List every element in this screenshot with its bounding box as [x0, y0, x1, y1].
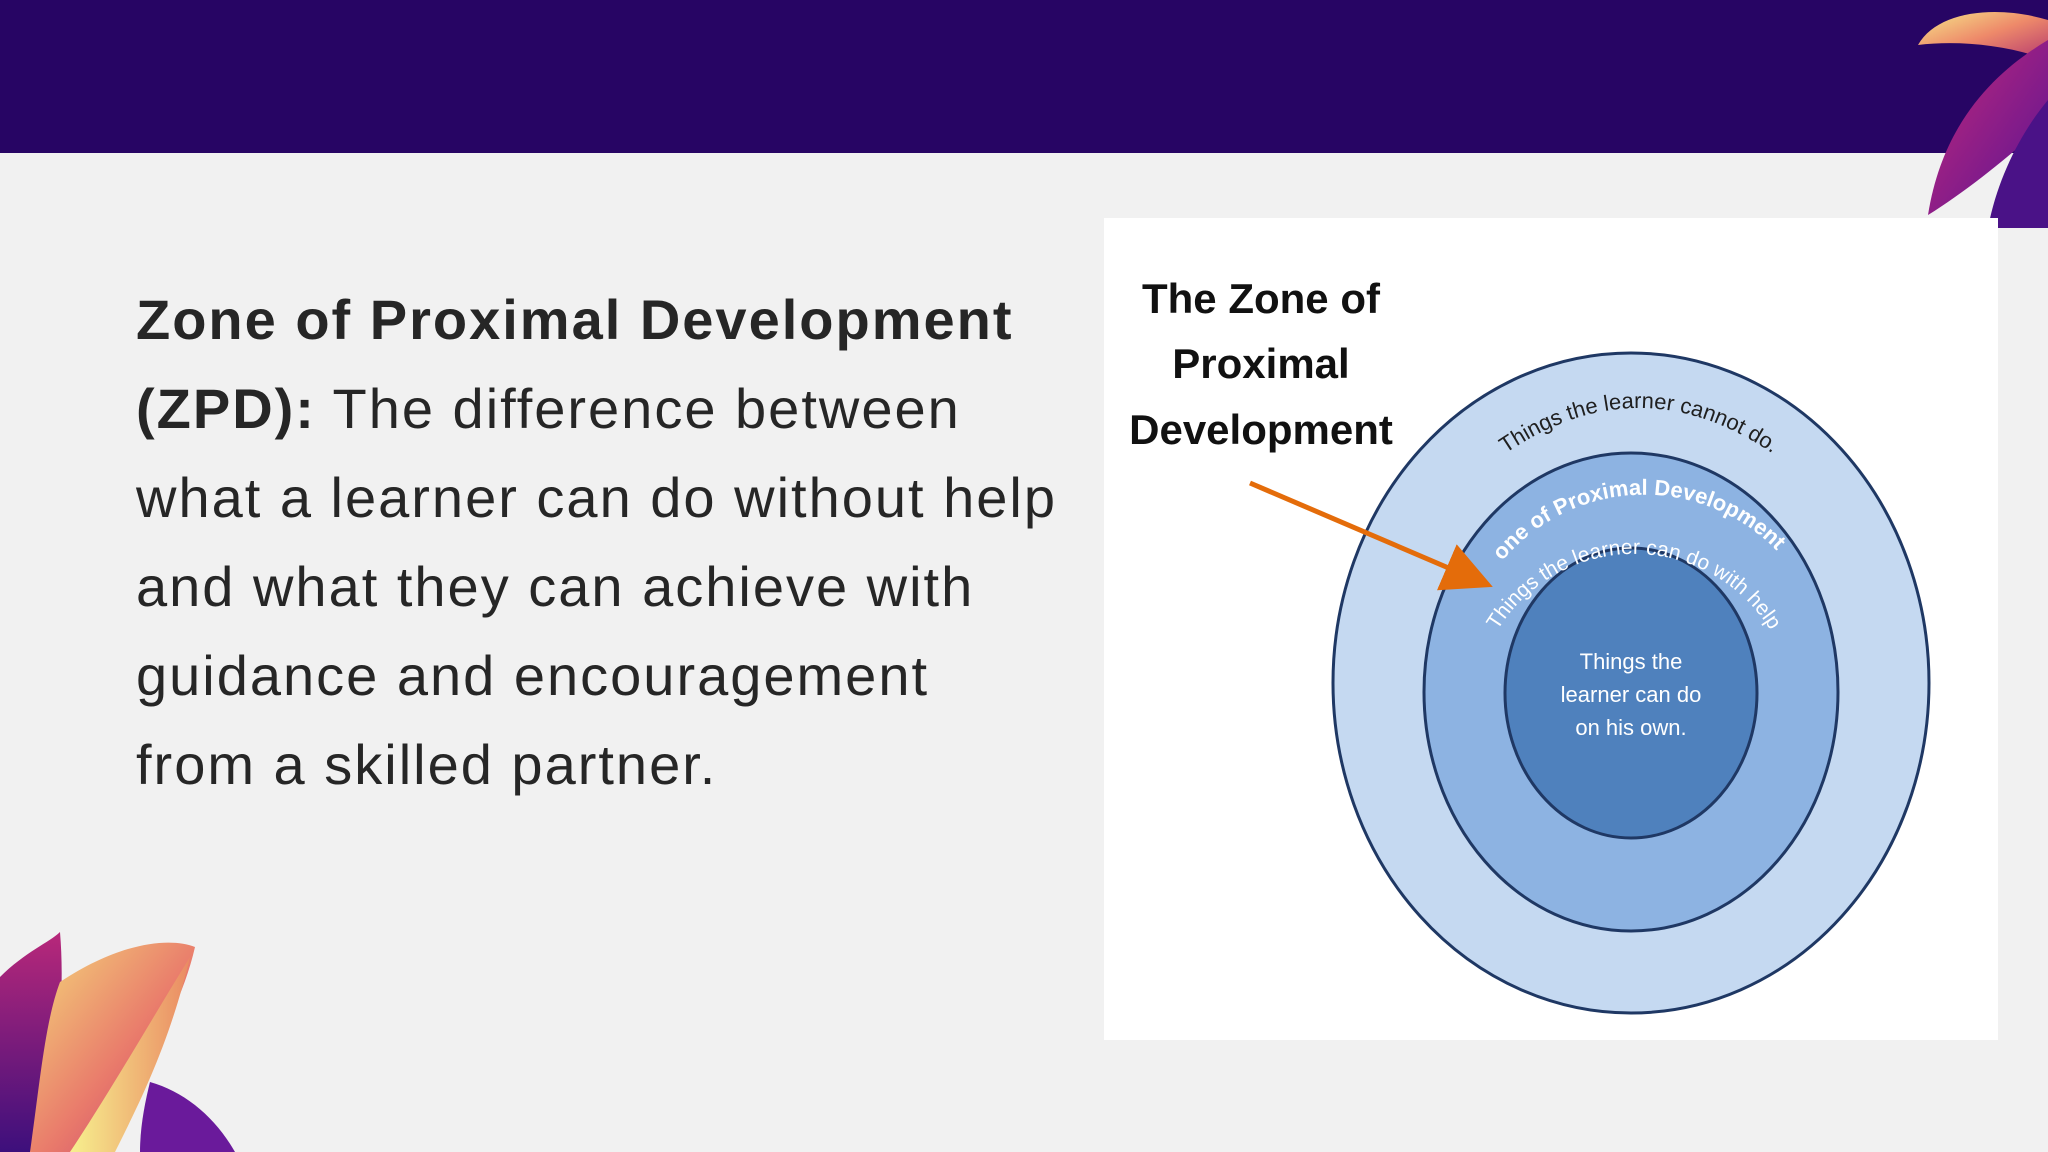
zpd-term: Zone of Proximal Development (ZPD): [136, 288, 1014, 440]
decorative-leaf-top-right [1918, 12, 2048, 228]
decorative-leaf-bottom-left [0, 932, 235, 1152]
diagram-title-line-3: Development [1129, 406, 1393, 453]
inner-label-line-3: on his own. [1575, 715, 1686, 740]
inner-circle [1503, 546, 1759, 840]
zpd-definition-text: The difference between what a learner ca… [136, 377, 1057, 796]
diagram-title-line-2: Proximal [1172, 340, 1349, 387]
top-header-band [0, 0, 2048, 153]
inner-label-line-2: learner can do [1561, 682, 1702, 707]
zpd-diagram-svg: Things the learner cannot do. Zone of Pr… [1104, 218, 1931, 1015]
zpd-pointer-arrow [1249, 480, 1493, 591]
zpd-definition: Zone of Proximal Development (ZPD): The … [136, 275, 1066, 809]
inner-label-line-1: Things the [1580, 649, 1683, 674]
diagram-title-line-1: The Zone of [1142, 275, 1381, 322]
zpd-diagram: Things the learner cannot do. Zone of Pr… [1104, 218, 1998, 1040]
